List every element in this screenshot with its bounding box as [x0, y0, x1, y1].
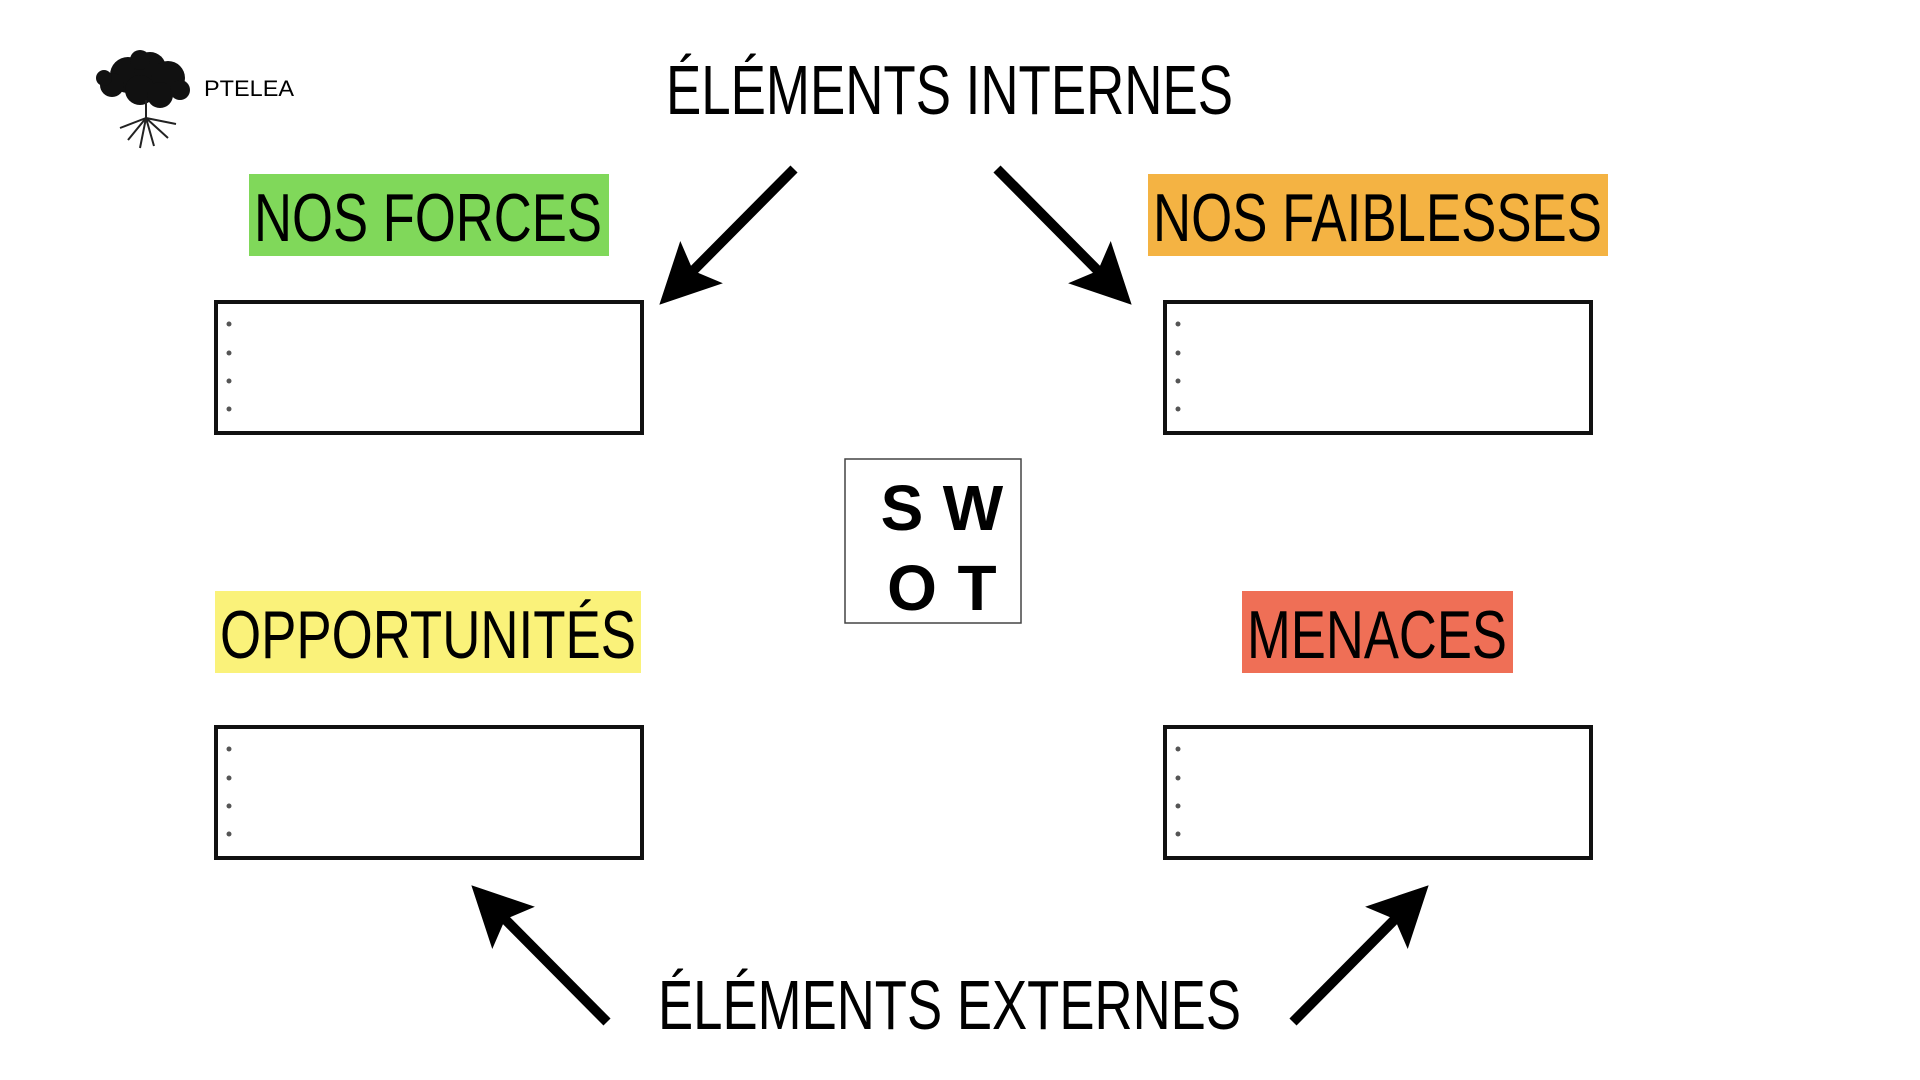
- swot-w: W: [943, 472, 1004, 544]
- internal-elements-title: ÉLÉMENTS INTERNES: [666, 51, 1233, 129]
- strengths-label: NOS FORCES: [249, 174, 609, 256]
- svg-text:MENACES: MENACES: [1247, 597, 1507, 673]
- bullet-points: [226, 321, 1181, 837]
- logo-name: PTELEA: [204, 76, 294, 101]
- svg-text:NOS FAIBLESSES: NOS FAIBLESSES: [1153, 180, 1602, 256]
- arrow-to-strengths: [659, 165, 798, 305]
- threats-label: MENACES: [1242, 591, 1513, 673]
- svg-text:NOS FORCES: NOS FORCES: [254, 180, 602, 256]
- swot-s: S: [881, 472, 924, 544]
- opportunities-box[interactable]: [214, 725, 644, 860]
- arrow-to-weaknesses: [993, 165, 1132, 305]
- external-elements-title: ÉLÉMENTS EXTERNES: [658, 966, 1241, 1044]
- weaknesses-label: NOS FAIBLESSES: [1148, 174, 1608, 256]
- threats-box[interactable]: [1163, 725, 1593, 860]
- weaknesses-box[interactable]: [1163, 300, 1593, 435]
- swot-o: O: [887, 552, 937, 624]
- opportunities-label: OPPORTUNITÉS: [215, 591, 641, 673]
- svg-text:OPPORTUNITÉS: OPPORTUNITÉS: [220, 597, 636, 673]
- swot-box: S W O T: [844, 458, 1022, 624]
- arrow-to-opportunities: [471, 885, 611, 1026]
- strengths-box[interactable]: [214, 300, 644, 435]
- swot-t: T: [957, 552, 996, 624]
- tree-icon: [96, 50, 190, 149]
- arrow-to-threats: [1289, 885, 1429, 1026]
